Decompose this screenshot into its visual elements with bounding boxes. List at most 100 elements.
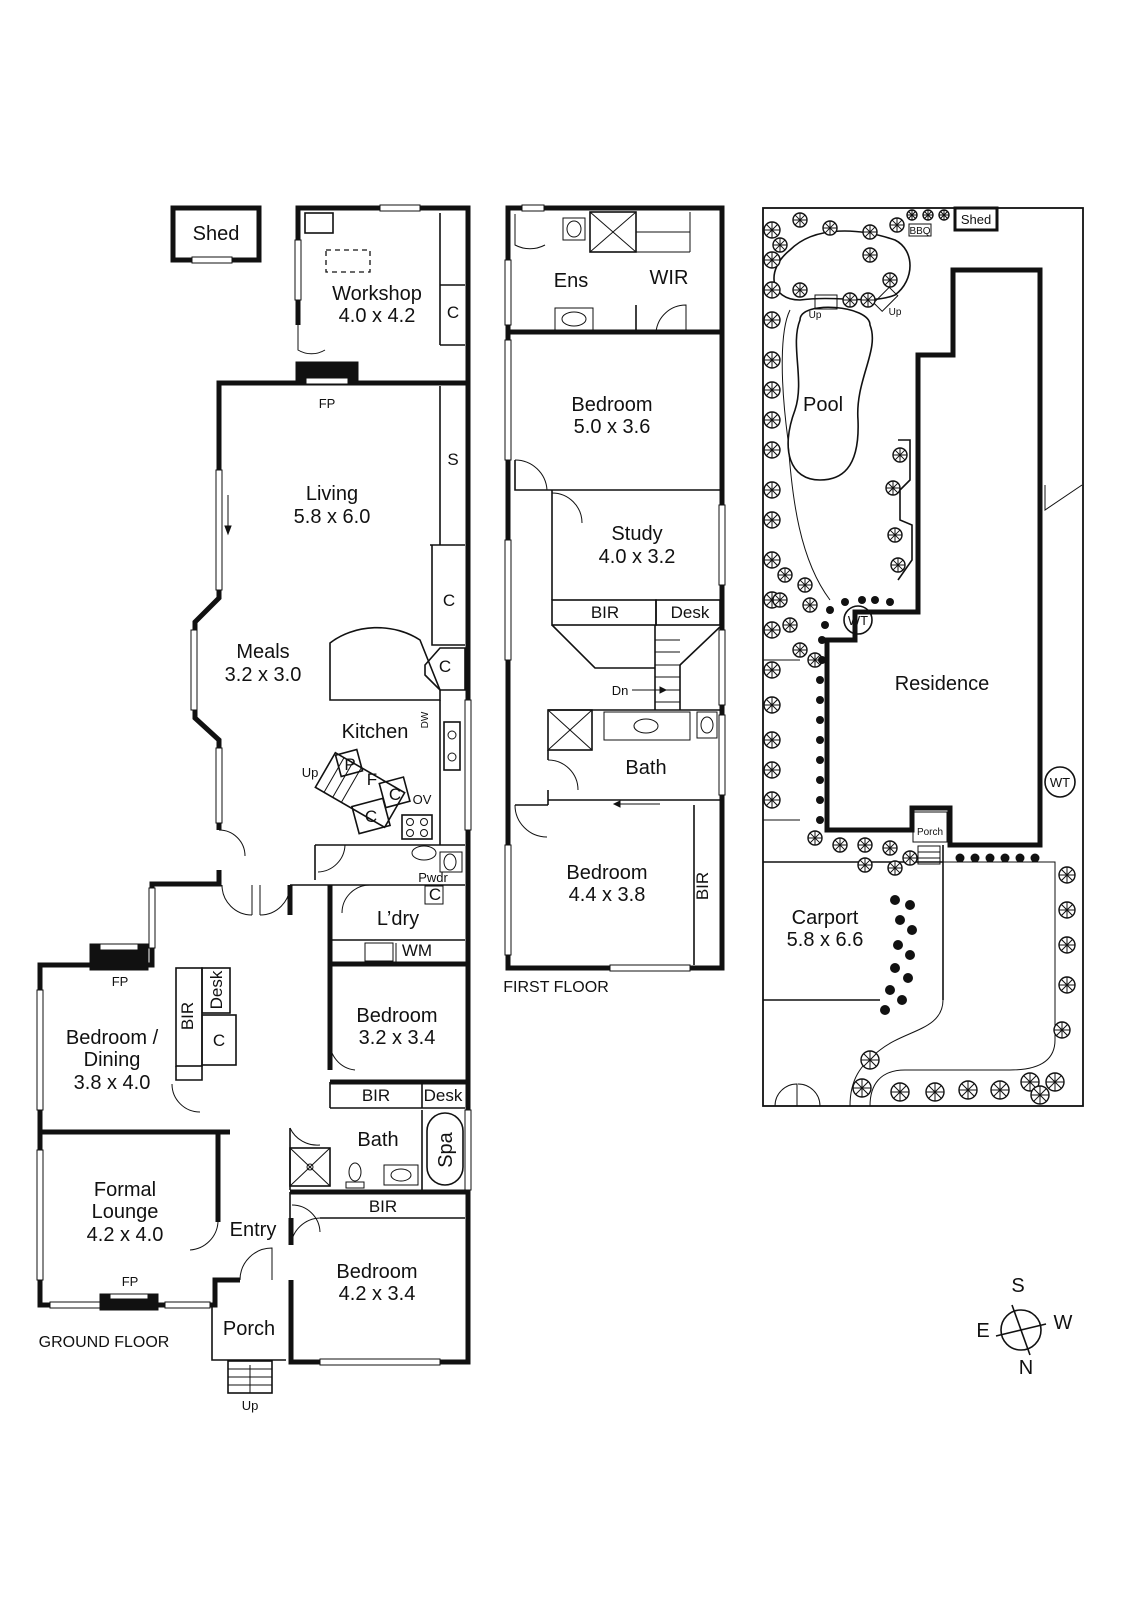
water-tank-label: WT xyxy=(848,613,868,628)
bedroom-dining-label: Dining xyxy=(84,1049,141,1071)
tree-icon xyxy=(905,900,915,910)
tree-icon xyxy=(821,621,829,629)
tree-icon xyxy=(816,696,824,704)
tree-icon xyxy=(816,756,824,764)
residence-footprint xyxy=(824,267,1043,848)
tree-branch xyxy=(863,1053,877,1067)
study-label: Study xyxy=(611,523,662,545)
bedroom-label: Bedroom xyxy=(571,394,652,416)
carport-label: Carport xyxy=(792,907,859,929)
cupboard-label: C xyxy=(213,1031,225,1050)
tree-branch xyxy=(834,839,846,851)
tree-branch xyxy=(864,226,876,238)
tree-branch xyxy=(794,214,806,226)
tree-branch xyxy=(765,513,779,527)
entry-label: Entry xyxy=(230,1219,277,1241)
pool-label: Pool xyxy=(803,394,843,416)
bath-label: Bath xyxy=(625,757,666,779)
built-in-robe-label: BIR xyxy=(591,603,619,622)
bedroom-dining-label: Bedroom / xyxy=(66,1027,159,1049)
tree-branch xyxy=(765,483,779,497)
tree-branch xyxy=(855,1081,869,1095)
bedroom-dimensions: 4.4 x 3.8 xyxy=(569,884,646,906)
bedroom-label: Bedroom xyxy=(336,1261,417,1283)
fireplace-label: FP xyxy=(319,396,336,411)
ground-shed: Shed xyxy=(170,205,262,264)
built-in-robe-label: BIR xyxy=(178,1002,197,1030)
tree-icon xyxy=(890,895,900,905)
tree-branch xyxy=(1060,903,1074,917)
tree-branch xyxy=(884,274,896,286)
tree-branch xyxy=(779,569,791,581)
cooktop-icon xyxy=(401,814,433,840)
bedroom-dining-dimensions: 3.8 x 4.0 xyxy=(74,1072,151,1094)
tree-branch xyxy=(765,383,779,397)
meals-dimensions: 3.2 x 3.0 xyxy=(225,664,302,686)
cupboard-label: C xyxy=(365,807,377,826)
cupboard-label: C xyxy=(389,785,401,804)
meals-label: Meals xyxy=(236,641,289,663)
tree-branch xyxy=(824,222,836,234)
spa-icon xyxy=(426,1112,464,1186)
tree-branch xyxy=(889,529,901,541)
tree-icon xyxy=(897,995,907,1005)
tree-branch xyxy=(862,294,874,306)
tree-branch xyxy=(765,733,779,747)
tree-branch xyxy=(859,859,871,871)
tree-icon xyxy=(1030,853,1040,863)
garden-trees xyxy=(763,209,1076,1105)
tree-branch xyxy=(1033,1088,1047,1102)
tree-branch xyxy=(799,579,811,591)
tree-icon xyxy=(905,950,915,960)
tree-branch xyxy=(765,793,779,807)
tree-icon xyxy=(893,940,903,950)
tree-branch xyxy=(844,294,856,306)
built-in-robe-label: BIR xyxy=(369,1197,397,1216)
site-porch-label: Porch xyxy=(917,827,943,838)
tree-icon xyxy=(818,636,826,644)
tree-icon xyxy=(907,925,917,935)
bath-label: Bath xyxy=(357,1129,398,1151)
built-in-robe-label: BIR xyxy=(693,872,712,900)
washing-machine-label: WM xyxy=(402,941,432,960)
compass-south: S xyxy=(1011,1275,1024,1297)
tree-icon xyxy=(818,656,826,664)
fireplace-label: FP xyxy=(122,1274,139,1289)
site-plan: Shed BBQ Up Up Pool Residence Porch WT W… xyxy=(762,206,1084,1107)
stairs-down-label: Dn xyxy=(612,683,629,698)
tree-branch xyxy=(765,553,779,567)
tree-icon xyxy=(816,676,824,684)
tree-branch xyxy=(774,594,786,606)
tree-branch xyxy=(961,1083,975,1097)
tree-icon xyxy=(841,598,849,606)
tree-icon xyxy=(985,853,995,863)
carport-dimensions: 5.8 x 6.6 xyxy=(787,929,864,951)
laundry-label: L’dry xyxy=(377,908,419,930)
tree-icon xyxy=(816,776,824,784)
tree-icon xyxy=(826,606,834,614)
bedroom-dimensions: 3.2 x 3.4 xyxy=(359,1027,436,1049)
first-floor-plan: Ens WIR Bedroom 5.0 x 3.6 Study 4.0 x 3.… xyxy=(503,204,726,996)
tree-icon xyxy=(895,915,905,925)
formal-lounge-dimensions: 4.2 x 4.0 xyxy=(87,1224,164,1246)
tree-branch xyxy=(765,698,779,712)
tree-branch xyxy=(765,763,779,777)
pantry-label: P xyxy=(344,755,355,774)
tree-branch xyxy=(765,623,779,637)
ground-floor-plan: Shed Workshop 4.0 x 4.2 C FP xyxy=(36,204,472,1413)
ground-floor-title: GROUND FLOOR xyxy=(39,1334,170,1351)
tree-icon xyxy=(903,973,913,983)
workshop-dimensions: 4.0 x 4.2 xyxy=(339,305,416,327)
tree-branch xyxy=(765,223,779,237)
shed-label: Shed xyxy=(193,223,240,245)
tree-icon xyxy=(880,1005,890,1015)
cupboard-label: C xyxy=(447,303,459,322)
residence-label: Residence xyxy=(895,673,990,695)
tree-branch xyxy=(864,249,876,261)
tree-branch xyxy=(765,313,779,327)
walk-in-robe-label: WIR xyxy=(650,267,689,289)
first-floor-title: FIRST FLOOR xyxy=(503,979,609,996)
bedroom-label: Bedroom xyxy=(356,1005,437,1027)
spa-label: Spa xyxy=(435,1131,457,1167)
